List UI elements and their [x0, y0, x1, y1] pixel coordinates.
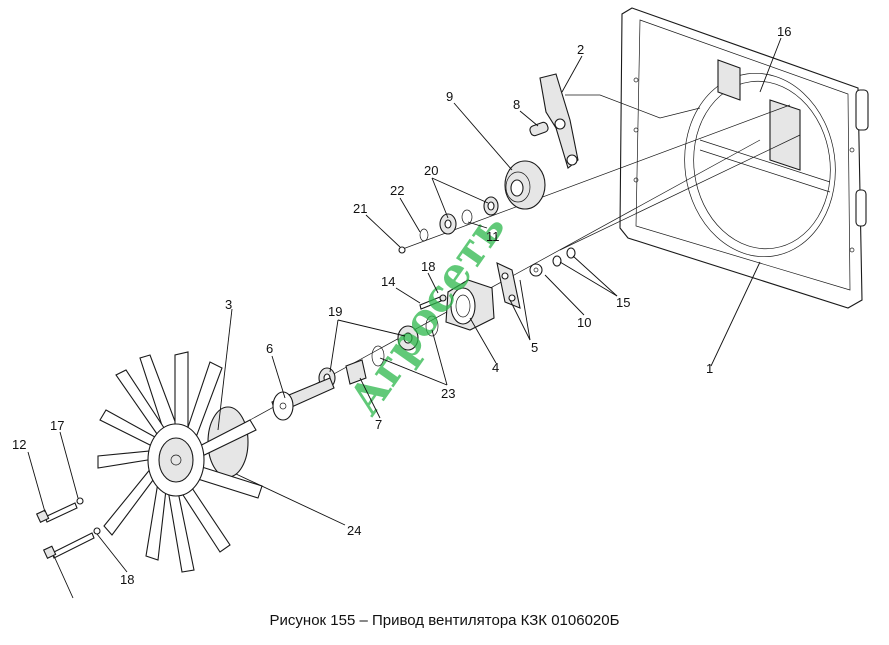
callout-14: 14	[381, 274, 395, 289]
callout-6: 6	[266, 341, 273, 356]
bracket-part	[539, 73, 579, 169]
plate-part	[496, 262, 521, 309]
bolt-14	[419, 294, 447, 310]
callout-9: 9	[446, 89, 453, 104]
callout-7: 7	[375, 417, 382, 432]
callout-18-upper: 18	[421, 259, 435, 274]
callout-1: 1	[706, 361, 713, 376]
callout-4: 4	[492, 360, 499, 375]
leader-lines	[27, 37, 782, 599]
fan-bolts	[35, 497, 101, 559]
callout-11: 11	[486, 229, 500, 244]
callout-24: 24	[347, 523, 361, 538]
callout-18-lower: 18	[120, 572, 134, 587]
fan-assembly	[97, 351, 263, 573]
callout-16: 16	[777, 24, 791, 39]
callout-17: 17	[50, 418, 64, 433]
callout-3: 3	[225, 297, 232, 312]
bearing-housing	[445, 279, 495, 331]
exploded-diagram: Агросеть 1 2 3 4	[12, 7, 869, 600]
callout-23: 23	[441, 386, 455, 401]
callout-10: 10	[577, 315, 591, 330]
shaft-part	[271, 377, 335, 421]
callout-5: 5	[531, 340, 538, 355]
washers	[529, 247, 576, 277]
callout-19: 19	[328, 304, 342, 319]
callout-22: 22	[390, 183, 404, 198]
callout-8: 8	[513, 97, 520, 112]
callout-labels: 1 2 3 4 5 6 7 8 9 10 11 12 13 14 15 16 1…	[12, 24, 791, 600]
callout-21: 21	[353, 201, 367, 216]
callout-2: 2	[577, 42, 584, 57]
pin-part	[529, 121, 549, 137]
fan-shroud	[619, 7, 869, 309]
callout-13: 13	[73, 599, 87, 600]
upper-bearings	[398, 196, 499, 254]
pulley-part	[504, 160, 546, 210]
callout-20: 20	[424, 163, 438, 178]
callout-12: 12	[12, 437, 26, 452]
callout-15: 15	[616, 295, 630, 310]
figure-caption: Рисунок 155 – Привод вентилятора КЗК 010…	[269, 612, 620, 629]
